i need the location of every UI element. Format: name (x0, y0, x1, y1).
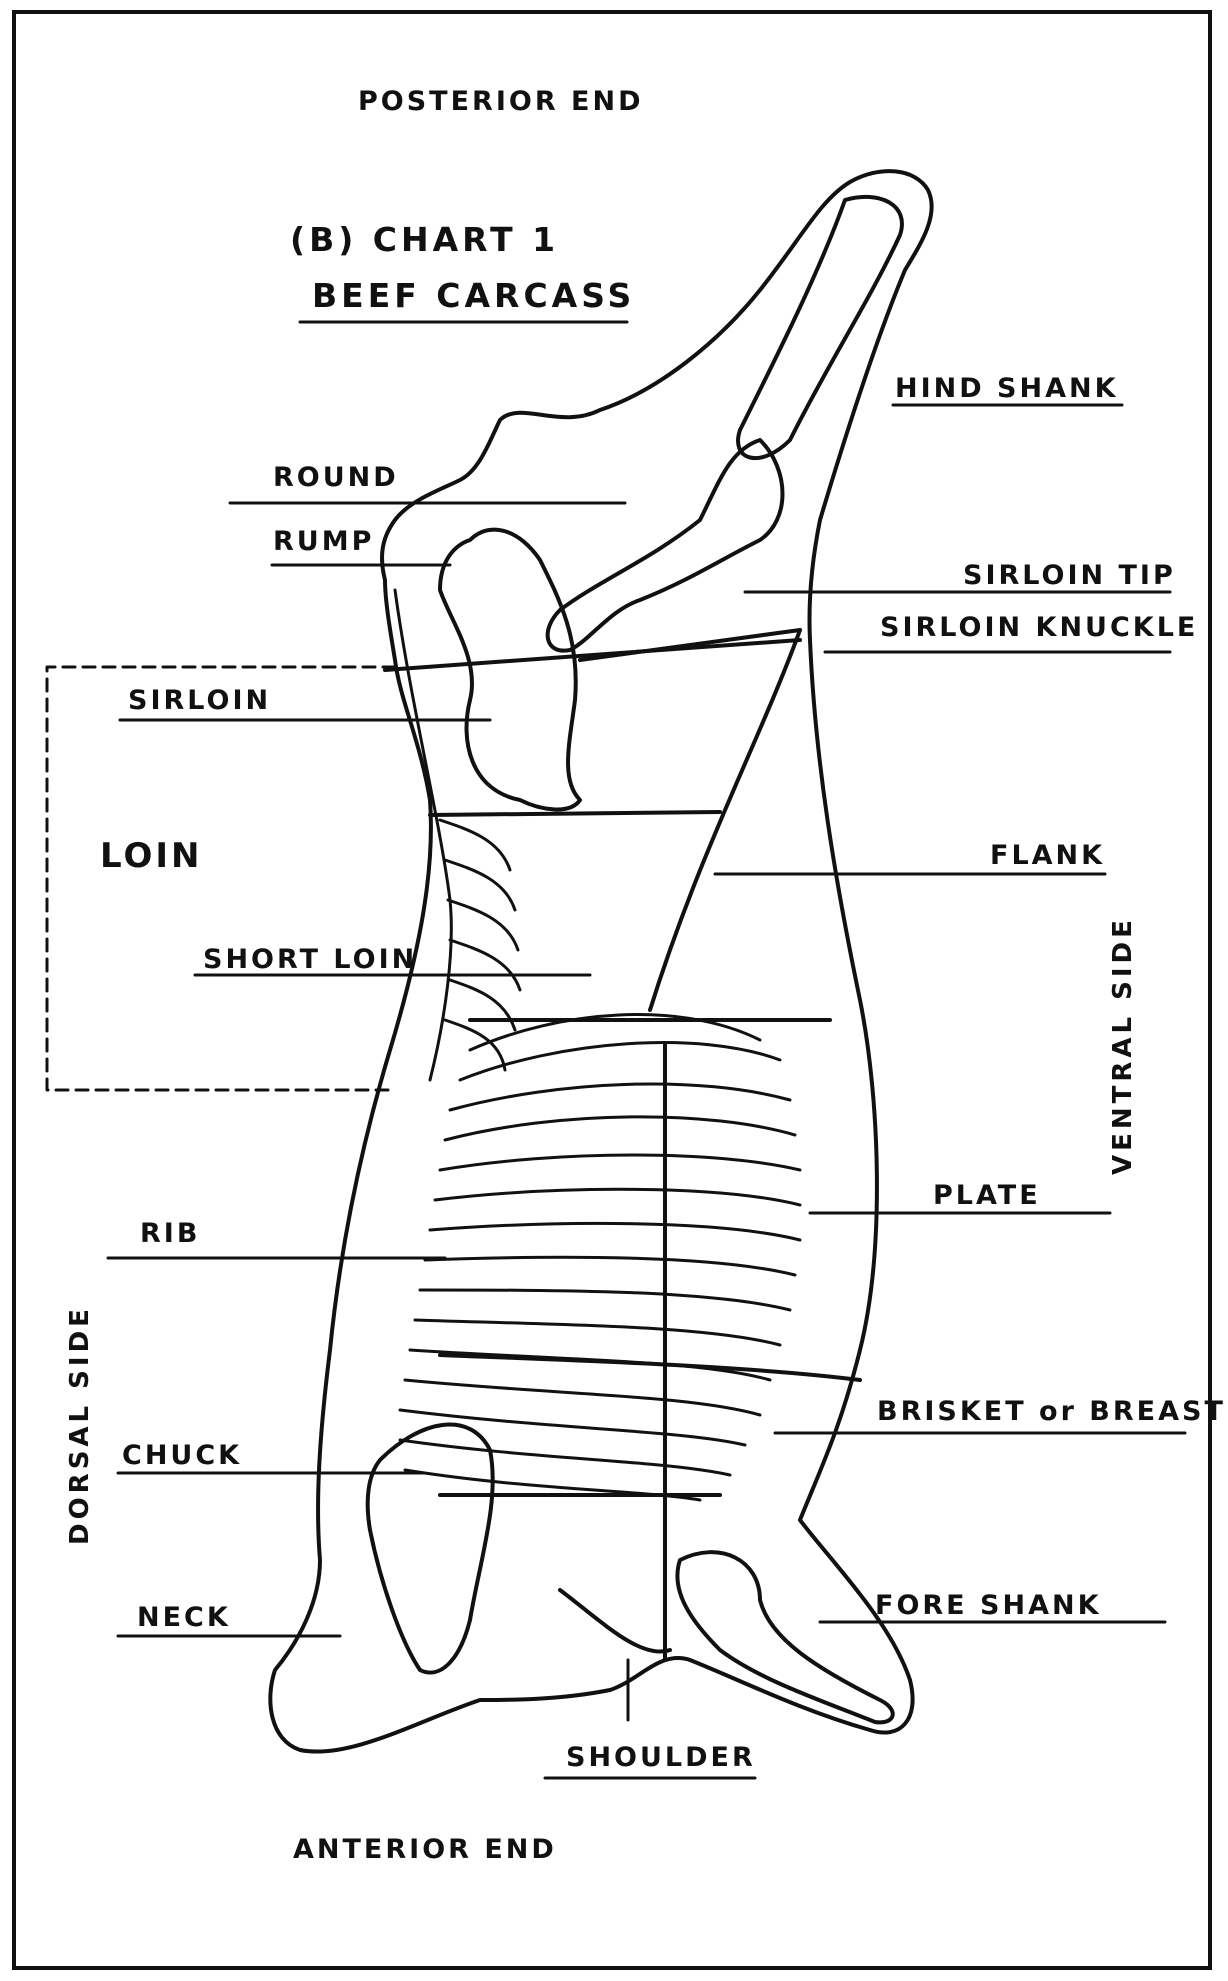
cut-label-plate: PLATE (933, 1180, 1041, 1211)
femur-bone (545, 438, 785, 653)
dorsal-side-label: DORSAL SIDE (65, 1305, 95, 1545)
posterior-end-label: POSTERIOR END (358, 86, 644, 117)
hind-leg-bone (736, 194, 904, 460)
humerus-bone (675, 1550, 895, 1725)
cut-label-rump: RUMP (273, 526, 375, 557)
cut-label-chuck: CHUCK (122, 1440, 243, 1471)
cut-label-shoulder: SHOULDER (566, 1742, 756, 1773)
diagram-frame (12, 10, 1212, 1970)
cut-label-brisket: BRISKET or BREAST (877, 1396, 1226, 1427)
cut-label-fore-shank: FORE SHANK (875, 1590, 1102, 1621)
pelvis-bone (438, 527, 582, 812)
cut-label-sirloin-knuckle: SIRLOIN KNUCKLE (880, 612, 1199, 643)
chart-subtitle: BEEF CARCASS (312, 276, 636, 315)
loin-bracket (45, 665, 397, 1092)
scapula-bone (365, 1422, 495, 1675)
cut-label-sirloin-tip: SIRLOIN TIP (963, 560, 1176, 591)
cut-label-round: ROUND (273, 462, 399, 493)
cut-label-neck: NECK (137, 1602, 231, 1633)
anterior-end-label: ANTERIOR END (293, 1834, 557, 1865)
carcass-outline (268, 169, 934, 1754)
cut-label-hind-shank: HIND SHANK (895, 373, 1119, 404)
leader-lines (106, 320, 1187, 1780)
cut-label-sirloin: SIRLOIN (128, 685, 272, 716)
chart-title: (B) CHART 1 (290, 220, 560, 259)
ventral-side-label: VENTRAL SIDE (1108, 916, 1138, 1175)
cut-label-rib: RIB (140, 1218, 201, 1249)
cut-division-lines (383, 628, 862, 1662)
cut-label-short-loin: SHORT LOIN (203, 944, 418, 975)
cut-label-loin: LOIN (100, 836, 203, 876)
cut-label-flank: FLANK (990, 840, 1106, 871)
